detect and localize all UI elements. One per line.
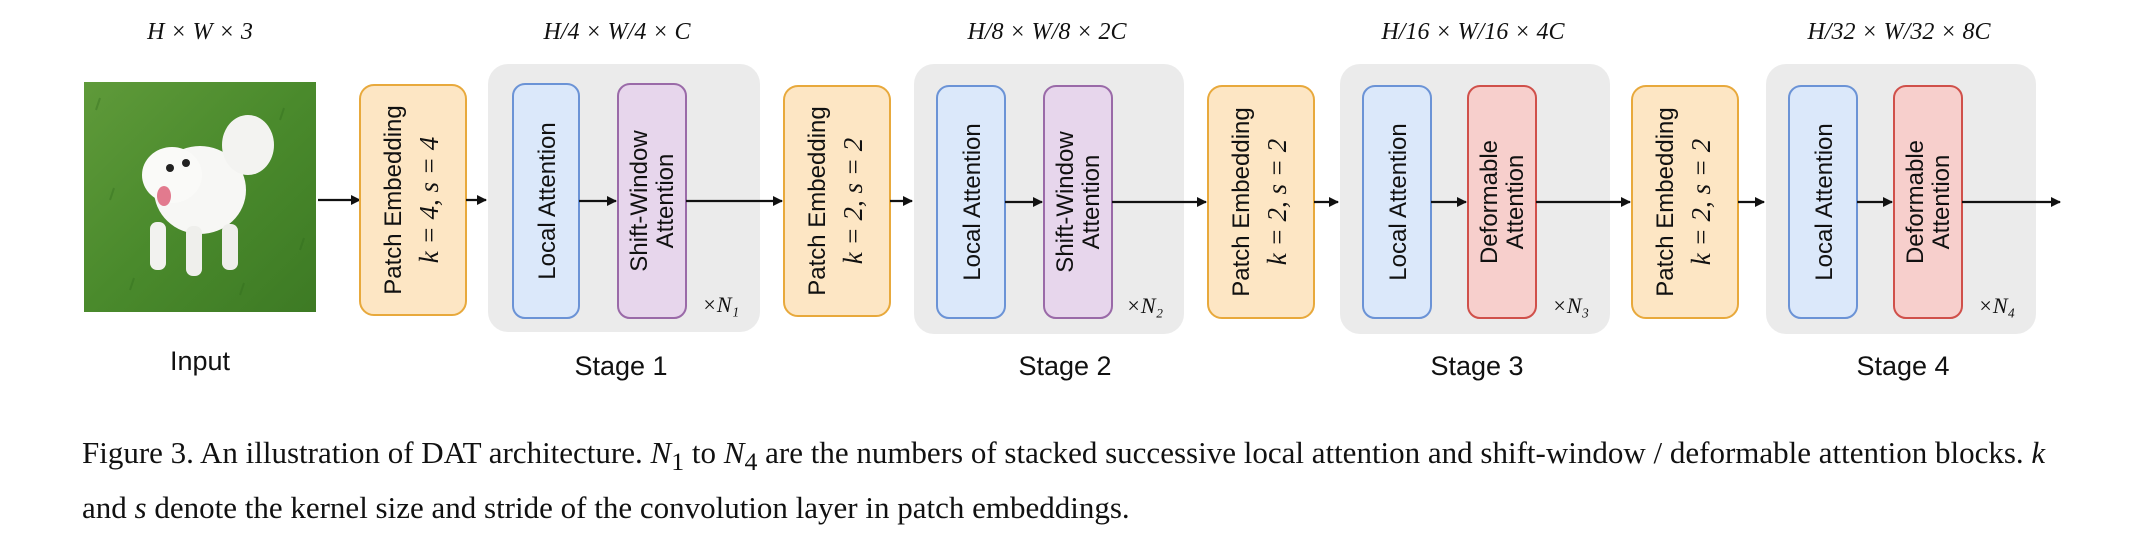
caption-figure-number: Figure 3. — [82, 435, 194, 470]
stage-4-dims: H/32 × W/32 × 8C — [1806, 19, 1991, 45]
stage-4-block-b-line1: Deformable — [1902, 140, 1929, 264]
stage-4-label: Stage 4 — [1856, 351, 1949, 381]
patch-embedding-1 — [359, 84, 467, 316]
stage-4-block-b-line2: Attention — [1928, 155, 1955, 250]
stage-2-repeat: ×N₂ — [1126, 293, 1164, 318]
stage-1-block-b-line2: Attention — [652, 154, 679, 249]
patch-embedding-3-params: k = 2, s = 2 — [1262, 139, 1292, 265]
caption-math-s: s — [134, 490, 147, 526]
caption-math-n4: N — [723, 435, 745, 470]
caption-sub-4: 4 — [744, 447, 758, 477]
patch-embedding-1-params: k = 4, s = 4 — [414, 137, 444, 263]
caption-text-1: An illustration of DAT architecture. — [193, 435, 651, 470]
stage-1-local-attention-label: Local Attention — [534, 122, 561, 279]
stage-2-label: Stage 2 — [1018, 351, 1111, 381]
patch-embedding-4-params: k = 2, s = 2 — [1686, 139, 1716, 265]
stage-3-local-attention-label: Local Attention — [1385, 123, 1412, 280]
patch-embedding-2 — [783, 85, 891, 317]
caption-math-k: k — [2031, 435, 2046, 470]
stage-3-label: Stage 3 — [1430, 351, 1523, 381]
stage-1-label: Stage 1 — [574, 351, 667, 381]
patch-embedding-1-title: Patch Embedding — [380, 105, 407, 294]
stage-4-group: H/32 × W/32 × 8C Patch Embedding k = 2, … — [1631, 19, 2036, 381]
caption-text-5: denote the kernel size and stride of the… — [146, 490, 1130, 526]
caption-math-n1: N — [650, 435, 672, 470]
figure-caption: Figure 3. An illustration of DAT archite… — [82, 430, 2082, 531]
stage-4-local-attention-label: Local Attention — [1811, 123, 1838, 280]
stage-2-group: H/8 × W/8 × 2C Patch Embedding k = 2, s … — [783, 19, 1184, 381]
patch-embedding-3 — [1207, 85, 1315, 319]
patch-embedding-2-title: Patch Embedding — [804, 106, 831, 295]
caption-sub-1: 1 — [671, 447, 685, 477]
caption-text-3: are the numbers of stacked successive lo… — [757, 435, 2032, 470]
stage-2-block-b-line1: Shift-Window — [1052, 131, 1079, 273]
patch-embedding-3-title: Patch Embedding — [1228, 107, 1255, 296]
caption-text-2: to — [684, 435, 724, 470]
stage-2-local-attention-label: Local Attention — [959, 123, 986, 280]
stage-3-repeat: ×N₃ — [1552, 293, 1589, 318]
input-dims: H × W × 3 — [146, 19, 253, 45]
stage-3-block-b-line2: Attention — [1502, 155, 1529, 250]
caption-text-4: and — [82, 490, 135, 526]
stage-1-group: H/4 × W/4 × C Patch Embedding k = 4, s =… — [359, 19, 760, 381]
stage-3-block-b-line1: Deformable — [1476, 140, 1503, 264]
stage-1-repeat: ×N₁ — [702, 292, 739, 317]
stage-2-dims: H/8 × W/8 × 2C — [966, 19, 1127, 45]
patch-embedding-4-title: Patch Embedding — [1652, 107, 1679, 296]
stage-4-repeat: ×N₄ — [1978, 293, 2015, 318]
stage-2-block-b-line2: Attention — [1078, 155, 1105, 250]
input-label: Input — [170, 346, 231, 376]
patch-embedding-2-params: k = 2, s = 2 — [838, 138, 868, 264]
input-image — [84, 82, 316, 312]
stage-1-dims: H/4 × W/4 × C — [542, 19, 691, 45]
stage-3-group: H/16 × W/16 × 4C Patch Embedding k = 2, … — [1207, 19, 1610, 381]
patch-embedding-4 — [1631, 85, 1739, 319]
stage-1-block-b-line1: Shift-Window — [626, 130, 653, 272]
stage-3-dims: H/16 × W/16 × 4C — [1380, 19, 1565, 45]
